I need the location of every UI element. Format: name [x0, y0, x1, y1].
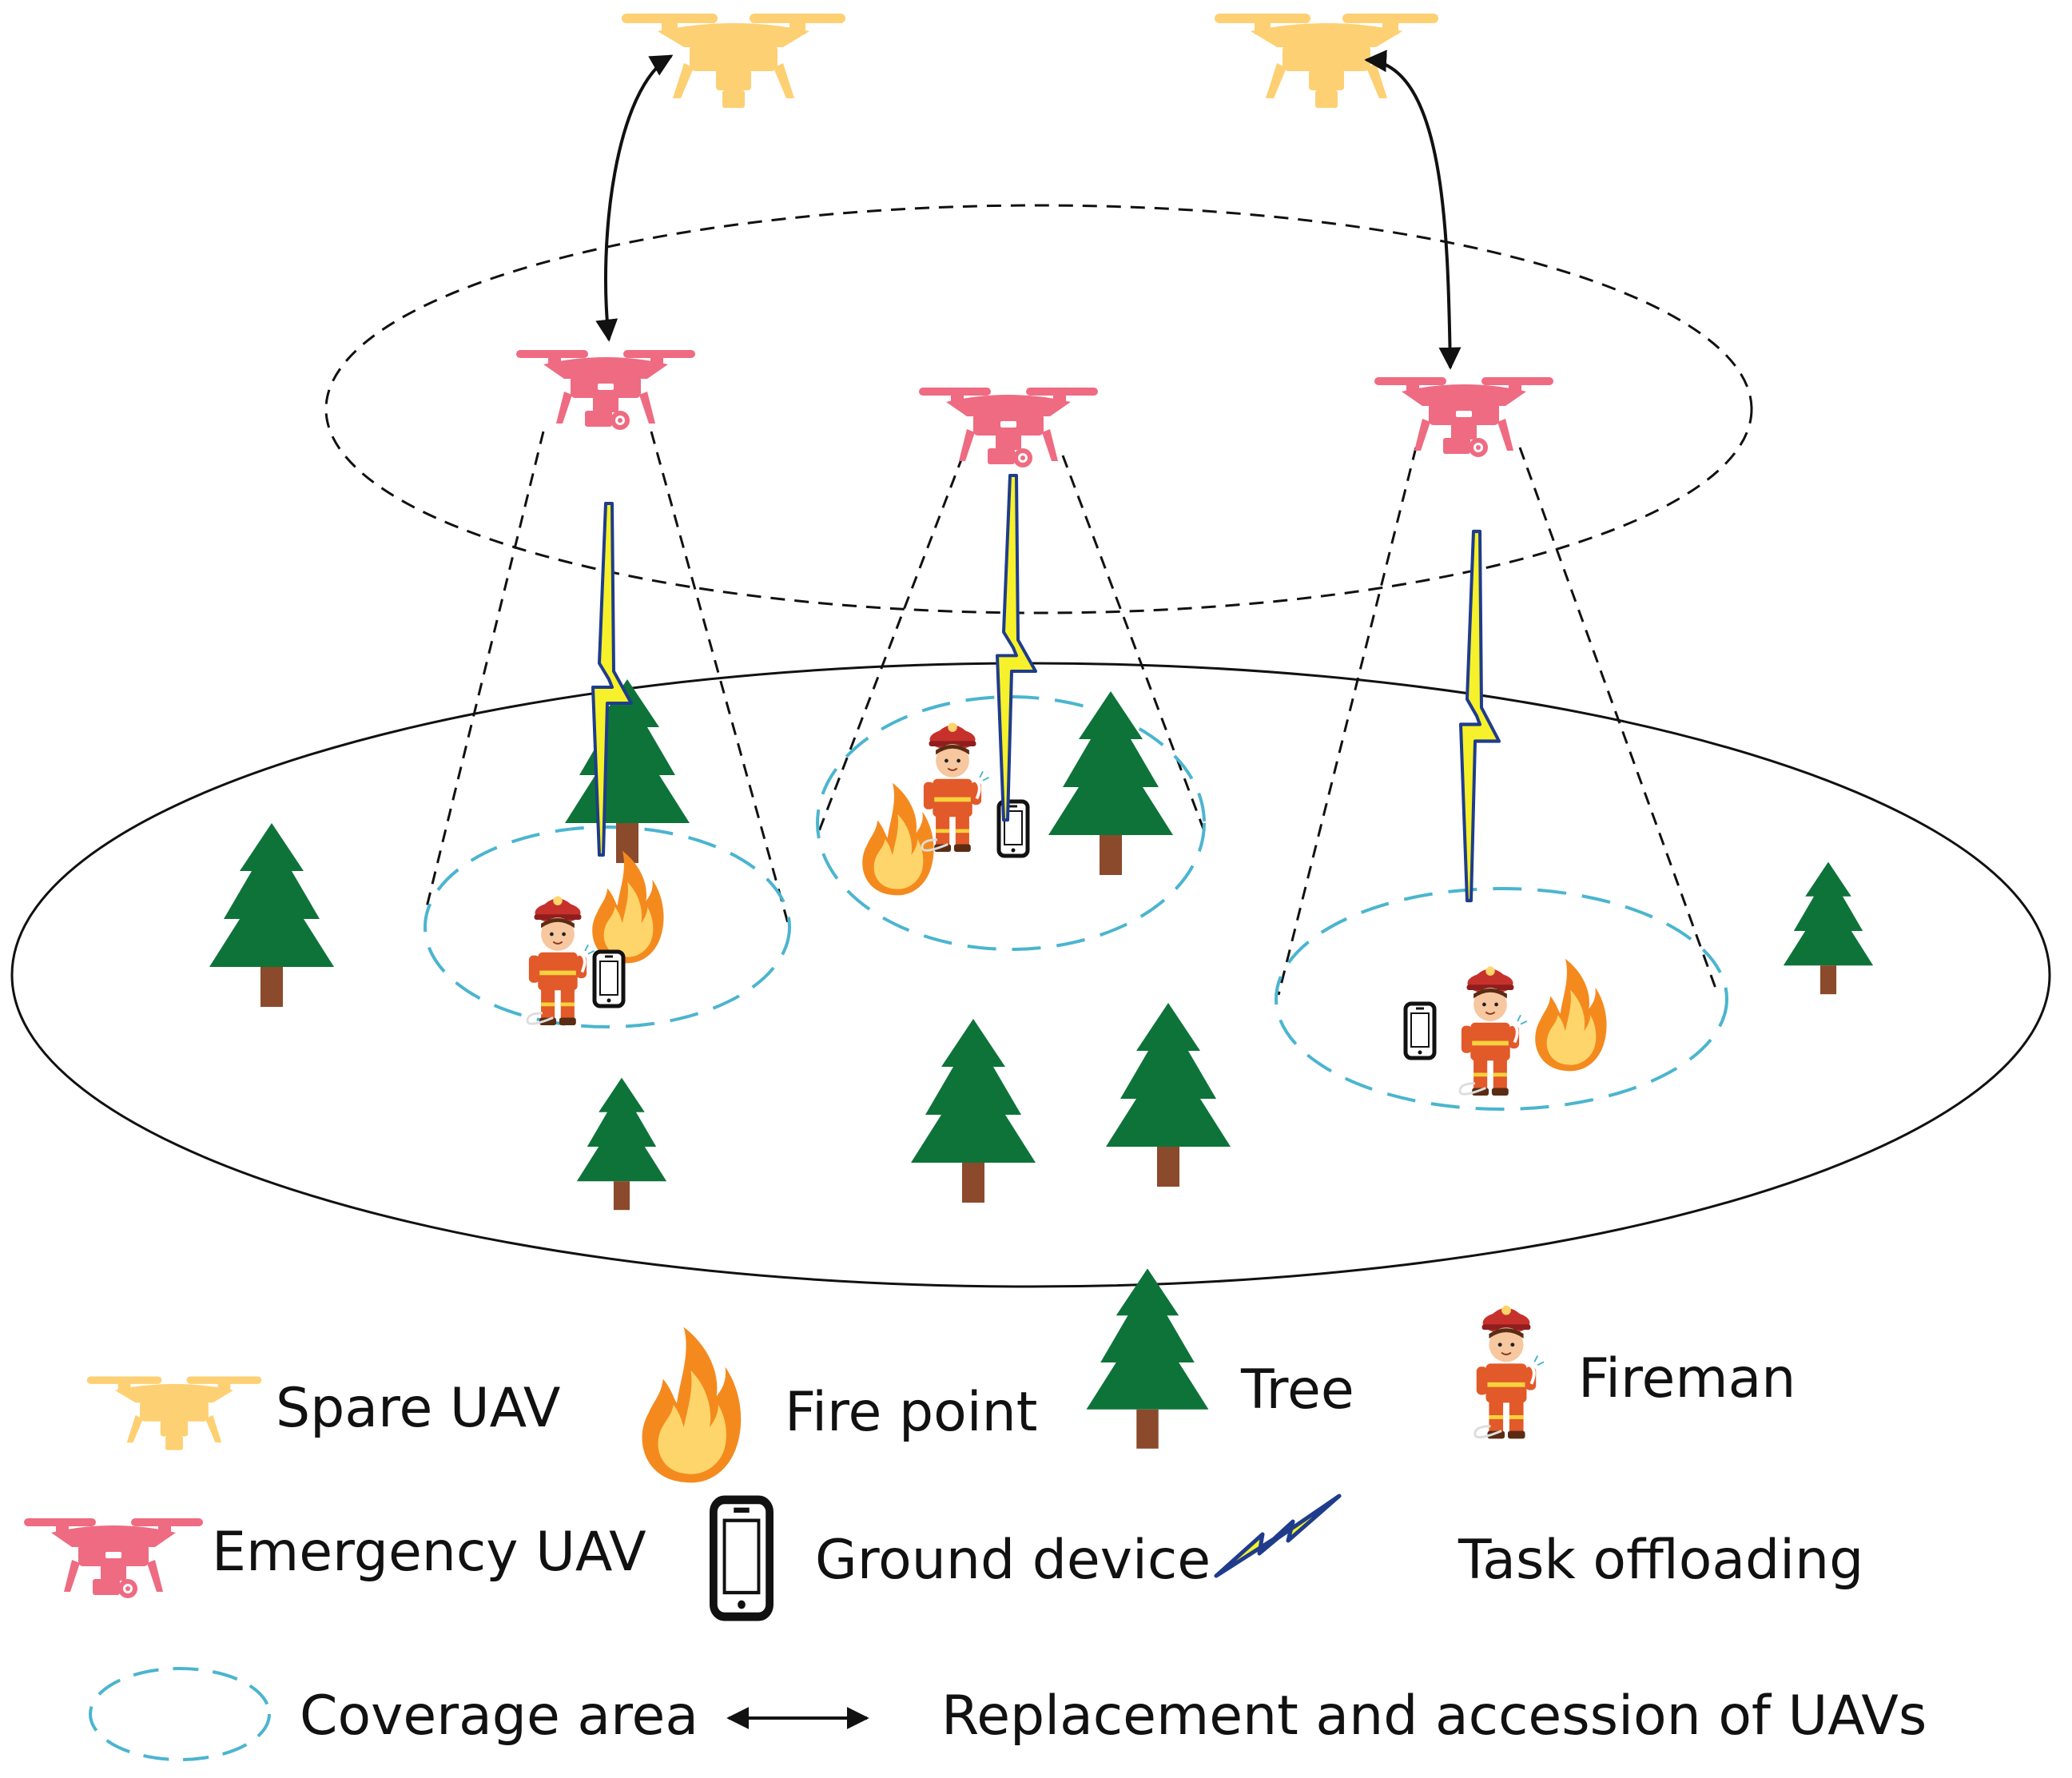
- fire-icon: [592, 850, 664, 964]
- task-offloading-links: [591, 474, 1499, 901]
- tree-icon: [1783, 861, 1874, 995]
- trees: [209, 679, 1874, 1211]
- tree-icon: [1106, 1003, 1231, 1187]
- legend-label-coverage-area: Coverage area: [300, 1685, 698, 1748]
- dashed-ellipse-icon: [89, 1667, 271, 1761]
- fire-icon: [642, 1327, 742, 1483]
- emergency-uav-icon: [1374, 377, 1553, 457]
- emergency-uav-icon: [24, 1518, 203, 1598]
- tree-icon: [576, 1077, 667, 1211]
- ground-devices: [595, 801, 1434, 1058]
- phone-icon: [1406, 1004, 1434, 1058]
- fire-icon: [862, 782, 934, 896]
- fireman-icon: [526, 894, 596, 1027]
- legend-label-emergency-uav: Emergency UAV: [212, 1521, 646, 1584]
- emergency-uav-icon: [919, 388, 1098, 467]
- coverage-cones: [425, 431, 1720, 996]
- spare-uav-icon: [86, 1376, 262, 1450]
- replacement-arrows: [595, 50, 1462, 370]
- legend-label-ground-device: Ground device: [815, 1529, 1211, 1592]
- legend-label-task-offloading: Task offloading: [1458, 1529, 1863, 1592]
- spare-uav-icon: [1215, 14, 1438, 108]
- legend: Spare UAV Fire point Tree Fireman Emerge…: [24, 1268, 1927, 1761]
- fireman-icon: [921, 721, 991, 853]
- spare-uav-icon: [622, 14, 845, 108]
- lightning-icon: [996, 474, 1037, 822]
- spare-uavs: [622, 14, 1438, 108]
- lightning-icon: [1214, 1494, 1342, 1578]
- coverage-area-left: [424, 825, 791, 1028]
- legend-label-replacement: Replacement and accession of UAVs: [941, 1685, 1927, 1748]
- fire-icon: [1535, 958, 1607, 1072]
- legend-label-tree: Tree: [1240, 1358, 1354, 1422]
- tree-icon: [911, 1019, 1036, 1203]
- phone-icon: [714, 1500, 770, 1617]
- tree-icon: [209, 823, 334, 1007]
- legend-label-fire-point: Fire point: [785, 1381, 1037, 1444]
- emergency-uav-icon: [516, 350, 695, 430]
- uav-layer-outline: [324, 204, 1753, 615]
- tree-icon: [1048, 691, 1173, 875]
- forest-area-outline: [10, 662, 2051, 1288]
- legend-label-fireman: Fireman: [1578, 1347, 1796, 1410]
- legend-label-spare-uav: Spare UAV: [276, 1377, 560, 1440]
- tree-icon: [1086, 1268, 1209, 1449]
- tree-icon: [565, 679, 690, 863]
- lightning-icon: [1461, 531, 1499, 901]
- fireman-icon: [1473, 1303, 1546, 1441]
- emergency-uavs: [516, 350, 1553, 467]
- phone-icon: [595, 952, 623, 1006]
- coverage-area-right: [1275, 887, 1728, 1111]
- firemen: [526, 721, 1529, 1097]
- fireman-icon: [1458, 965, 1529, 1097]
